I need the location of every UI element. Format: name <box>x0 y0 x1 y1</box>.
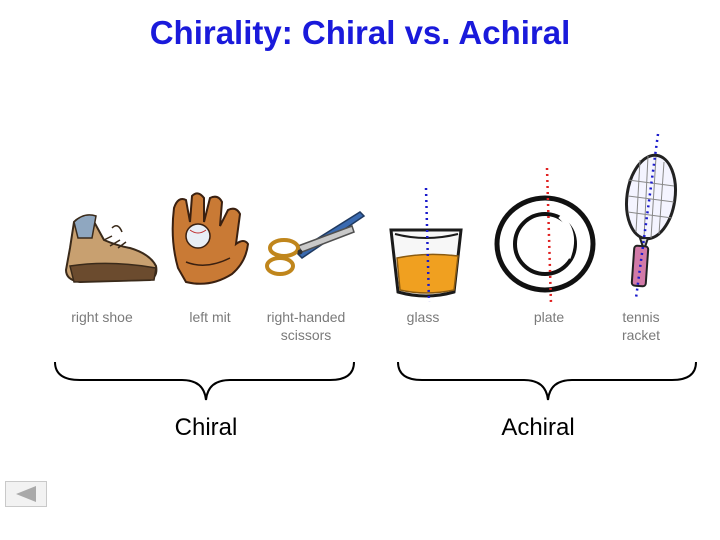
back-button[interactable] <box>5 481 47 507</box>
back-arrow-icon <box>16 486 36 502</box>
tennis-racket-icon <box>625 153 677 288</box>
slide-title: Chirality: Chiral vs. Achiral <box>149 14 571 51</box>
label-right-shoe: right shoe <box>71 309 133 325</box>
label-scissors: right-handed scissors <box>252 308 360 344</box>
label-left-mit: left mit <box>189 309 231 325</box>
chiral-brace <box>54 361 355 401</box>
label-scissors-line2: scissors <box>280 327 332 343</box>
label-plate: plate <box>533 309 565 325</box>
label-glass: glass <box>406 309 440 325</box>
baseball-glove-icon <box>171 192 250 285</box>
chiral-group-label: Chiral <box>174 414 238 441</box>
shoe-icon <box>64 214 158 284</box>
label-racket: tennis racket <box>612 308 670 344</box>
label-scissors-line1: right-handed <box>266 309 346 325</box>
achiral-group-label: Achiral <box>501 414 575 441</box>
plate-icon <box>494 195 596 293</box>
scissors-icon <box>265 211 366 276</box>
achiral-brace <box>397 361 697 401</box>
glass-icon <box>389 228 463 298</box>
label-racket-line2: racket <box>621 327 661 343</box>
glass-symmetry-line <box>424 187 431 303</box>
label-racket-line1: tennis <box>622 309 660 325</box>
plate-symmetry-line <box>545 167 553 305</box>
